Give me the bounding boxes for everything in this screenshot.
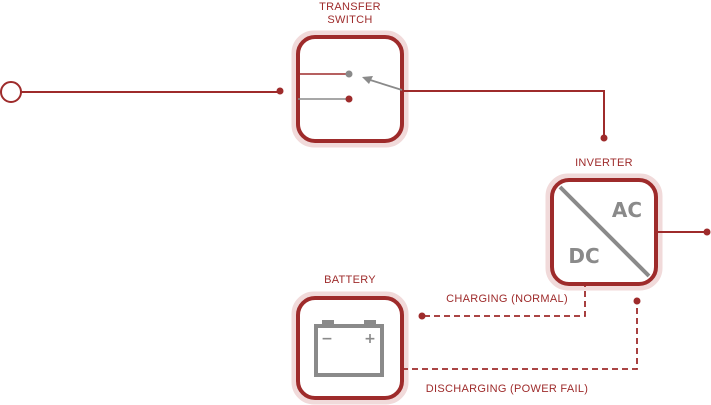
input-terminal <box>0 81 22 103</box>
battery-glow <box>291 291 409 405</box>
charging-line <box>424 284 586 317</box>
switch-arm-arrowhead <box>362 76 373 84</box>
battery: − + <box>291 291 409 405</box>
battery-minus-sign: − <box>321 331 333 347</box>
inverter-diagonal <box>558 185 651 278</box>
inverter: AC DC <box>545 173 663 291</box>
charging-label: CHARGING (NORMAL) <box>446 293 568 305</box>
transfer-switch-label-line1: TRANSFER <box>319 1 381 13</box>
battery-label: BATTERY <box>324 274 376 286</box>
discharging-end-dot <box>633 297 641 305</box>
switch-arm <box>366 78 403 91</box>
inverter-dc-label: DC <box>568 244 599 268</box>
battery-icon: − + <box>314 320 384 377</box>
switch-to-inverter-line <box>402 90 605 137</box>
battery-plus-sign: + <box>364 331 376 347</box>
inverter-input-dot <box>600 134 608 142</box>
battery-box <box>296 296 404 400</box>
inverter-label: INVERTER <box>575 157 633 169</box>
output-terminal-dot <box>703 228 711 236</box>
discharging-line <box>402 301 638 370</box>
switch-contact-top-dot <box>345 70 353 78</box>
transfer-switch-glow <box>291 30 409 148</box>
charging-end-dot <box>418 312 426 320</box>
transfer-switch-box <box>296 35 404 143</box>
switch-contact-bottom-dot <box>345 95 353 103</box>
transfer-switch-label-line2: SWITCH <box>327 14 372 26</box>
transfer-switch <box>291 30 409 148</box>
discharging-label: DISCHARGING (POWER FAIL) <box>426 383 588 395</box>
inverter-ac-label: AC <box>612 198 642 222</box>
input-junction-dot <box>276 87 284 95</box>
